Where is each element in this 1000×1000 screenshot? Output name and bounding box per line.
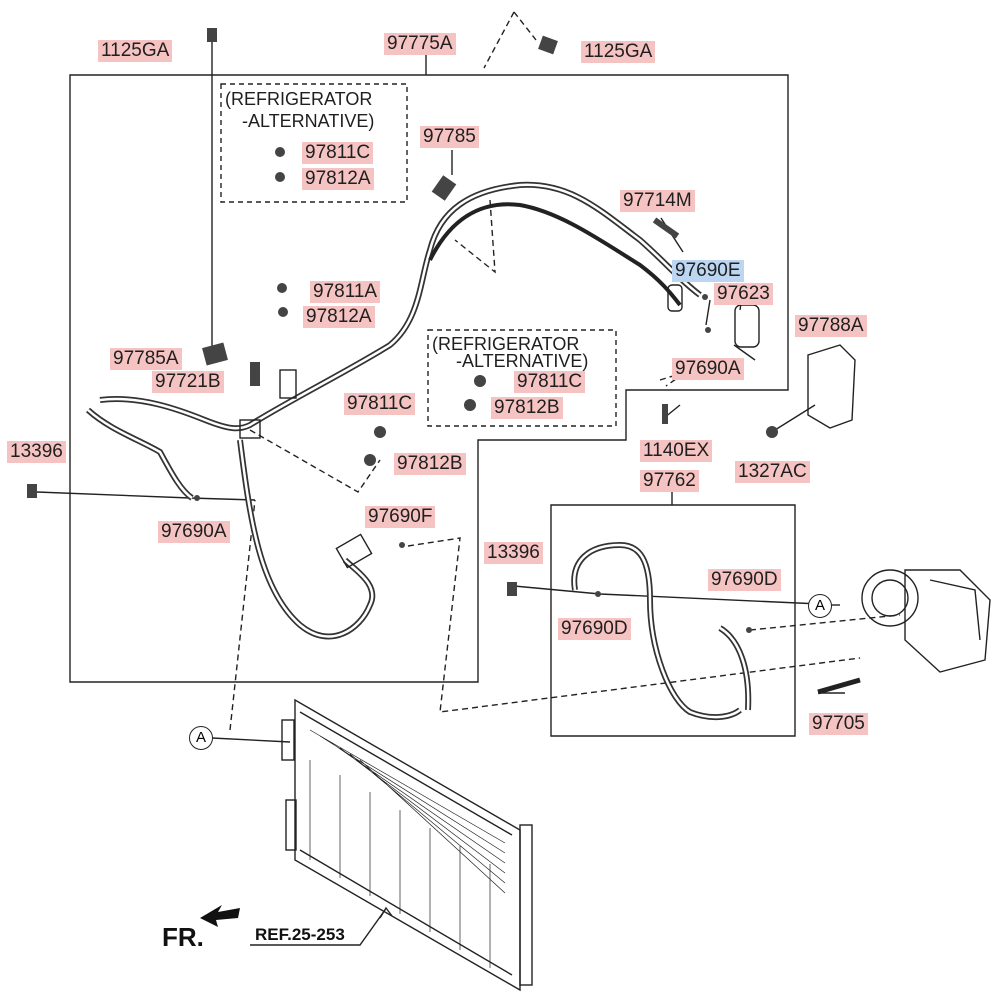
receiver-drier xyxy=(734,304,760,348)
part-label-1125ga-right[interactable]: 1125GA xyxy=(581,41,656,63)
suction-hose xyxy=(237,439,376,640)
part-label-97714m[interactable]: 97714M xyxy=(620,190,695,212)
alternative-box-upper xyxy=(220,83,408,203)
part-label-97788a[interactable]: 97788A xyxy=(795,315,867,337)
part-label-97762[interactable]: 97762 xyxy=(640,470,699,492)
discharge-hose-frame xyxy=(550,504,796,737)
part-label-97812a-alt-upper[interactable]: 97812A xyxy=(302,168,374,190)
part-label-97812a[interactable]: 97812A xyxy=(303,306,375,328)
part-label-97811c[interactable]: 97811C xyxy=(344,393,416,415)
part-label-97690d-right[interactable]: 97690D xyxy=(708,569,781,591)
part-label-97690e[interactable]: 97690E xyxy=(672,260,744,282)
part-label-97785[interactable]: 97785 xyxy=(420,126,479,148)
part-label-1327ac[interactable]: 1327AC xyxy=(735,461,810,483)
part-label-1140ex[interactable]: 1140EX xyxy=(640,440,713,462)
part-label-97690a-upper[interactable]: 97690A xyxy=(672,358,744,380)
alternative-note-upper: (REFRIGERATOR xyxy=(225,89,373,109)
callout-a-condenser[interactable]: A xyxy=(189,726,213,750)
part-label-97775a[interactable]: 97775A xyxy=(384,33,456,55)
part-label-97623[interactable]: 97623 xyxy=(714,283,773,305)
part-label-97811c-alt-upper[interactable]: 97811C xyxy=(302,142,374,164)
part-label-97812b-alt-lower[interactable]: 97812B xyxy=(491,397,563,419)
part-label-97690d-left[interactable]: 97690D xyxy=(558,618,631,640)
part-label-97785a[interactable]: 97785A xyxy=(110,348,182,370)
part-label-97811a[interactable]: 97811A xyxy=(310,281,381,303)
suction-hose-upper xyxy=(428,202,682,307)
reference-link[interactable]: REF.25-253 xyxy=(255,925,345,944)
front-marker: FR. xyxy=(162,922,204,952)
part-label-97705[interactable]: 97705 xyxy=(809,713,868,735)
part-label-97690f[interactable]: 97690F xyxy=(365,506,436,528)
part-label-97690a-left[interactable]: 97690A xyxy=(158,521,230,543)
alternative-note-lower: (REFRIGERATOR xyxy=(432,334,580,354)
part-label-97811c-alt-lower[interactable]: 97811C xyxy=(514,371,586,393)
alternative-box-lower xyxy=(427,329,617,427)
callout-a-compressor[interactable]: A xyxy=(808,594,832,618)
front-arrow xyxy=(200,905,240,927)
alternative-note-lower-line2: -ALTERNATIVE) xyxy=(456,351,589,371)
condenser xyxy=(281,698,533,992)
main-assembly-frame xyxy=(69,74,789,683)
part-label-97812b[interactable]: 97812B xyxy=(394,453,466,475)
part-label-13396-left[interactable]: 13396 xyxy=(7,441,66,463)
part-label-97721b[interactable]: 97721B xyxy=(152,371,224,393)
alternative-note-upper-line2: -ALTERNATIVE) xyxy=(242,111,375,131)
compressor xyxy=(861,569,991,673)
part-label-1125ga-left[interactable]: 1125GA xyxy=(98,40,173,62)
bracket xyxy=(807,344,856,429)
part-label-13396-right[interactable]: 13396 xyxy=(484,542,543,564)
